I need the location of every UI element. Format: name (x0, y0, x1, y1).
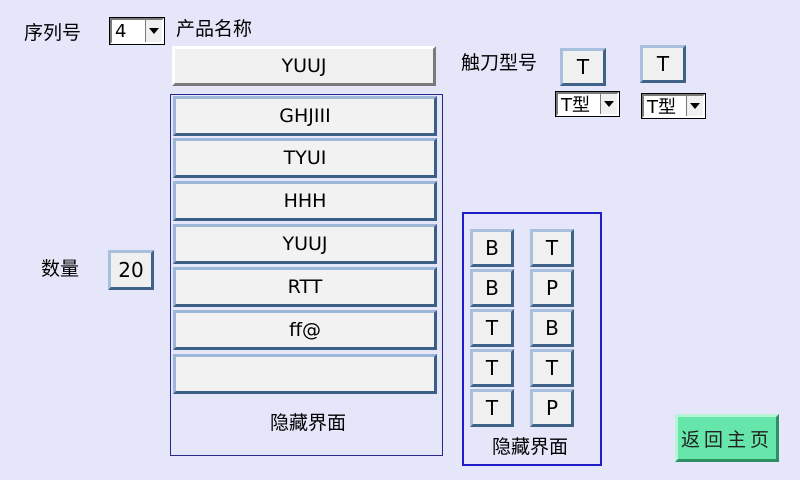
product-list-item[interactable]: HHH (173, 181, 437, 221)
chevron-down-icon[interactable] (686, 96, 703, 116)
grid-cell[interactable]: B (470, 229, 514, 267)
chevron-down-icon[interactable] (145, 20, 162, 42)
product-list-panel (170, 94, 443, 456)
product-list-item[interactable]: TYUI (173, 138, 437, 178)
grid-cell[interactable]: T (470, 309, 514, 347)
blade-model-dropdown-1-value: T型 (561, 95, 590, 116)
product-list-item[interactable]: RTT (173, 267, 437, 307)
serial-dropdown[interactable]: 4 (109, 17, 165, 45)
quantity-field[interactable]: 20 (108, 250, 154, 290)
blade-model-button-1[interactable]: T (560, 48, 606, 86)
return-home-button[interactable]: 返回主页 (675, 414, 779, 462)
serial-dropdown-value: 4 (115, 20, 127, 42)
serial-label: 序列号 (24, 22, 82, 44)
grid-cell[interactable]: P (530, 389, 574, 427)
blade-model-button-2[interactable]: T (640, 45, 686, 83)
blade-model-label: 触刀型号 (461, 52, 538, 74)
grid-cell[interactable]: T (530, 229, 574, 267)
chevron-down-icon[interactable] (600, 94, 617, 114)
product-name-label: 产品名称 (176, 18, 253, 40)
grid-panel (462, 212, 602, 466)
grid-panel-hidden-label: 隐藏界面 (492, 436, 569, 458)
grid-cell[interactable]: B (530, 309, 574, 347)
grid-cell[interactable]: T (530, 349, 574, 387)
quantity-label: 数量 (41, 258, 80, 280)
product-list-item[interactable]: GHJIII (173, 96, 437, 136)
product-list-item[interactable] (173, 354, 437, 394)
product-list-item[interactable]: ff@ (173, 310, 437, 350)
product-list-item[interactable]: YUUJ (173, 224, 437, 264)
blade-model-dropdown-1[interactable]: T型 (555, 91, 620, 117)
grid-cell[interactable]: B (470, 269, 514, 307)
blade-model-dropdown-2-value: T型 (647, 97, 676, 118)
blade-model-dropdown-2[interactable]: T型 (641, 93, 706, 119)
grid-cell[interactable]: T (470, 389, 514, 427)
product-name-field[interactable]: YUUJ (172, 46, 436, 86)
grid-cell[interactable]: P (530, 269, 574, 307)
product-list-hidden-label: 隐藏界面 (270, 412, 347, 434)
grid-cell[interactable]: T (470, 349, 514, 387)
